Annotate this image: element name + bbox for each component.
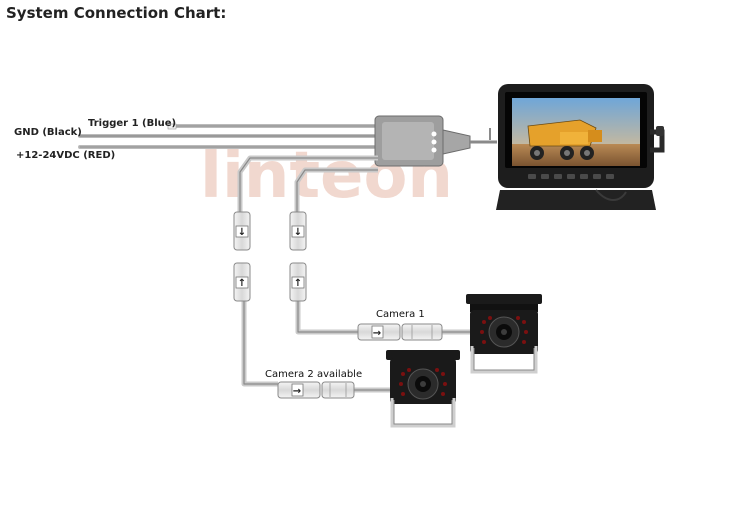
connector-arrow-icon: ↓	[294, 227, 302, 238]
monitor-icon	[496, 84, 665, 210]
connector-arrow-icon: →	[293, 386, 301, 397]
connector-arrow-icon: ↑	[294, 278, 302, 289]
connector-icon: ↓	[289, 211, 307, 251]
connector-icon: →	[357, 323, 443, 341]
connector-arrow-icon: ↓	[238, 227, 246, 238]
camera-icon	[386, 350, 460, 428]
connector-icon: →	[277, 381, 355, 399]
connector-icon: ↓	[233, 211, 251, 251]
connector-arrow-icon: →	[373, 328, 381, 339]
camera-icon	[466, 294, 542, 374]
junction-box	[374, 115, 497, 167]
connector-icon: ↑	[233, 262, 251, 302]
page-title: System Connection Chart:	[6, 4, 227, 22]
gnd-wire-label: GND (Black)	[14, 127, 82, 138]
power-wire-label: +12-24VDC (RED)	[16, 150, 116, 161]
connector-arrow-icon: ↑	[238, 278, 246, 289]
camera-cables	[237, 155, 470, 393]
trigger-wire-label: Trigger 1 (Blue)	[88, 118, 177, 129]
dump-truck-icon	[527, 119, 602, 160]
connector-icon: ↑	[289, 262, 307, 302]
camera1-label: Camera 1	[376, 309, 425, 320]
camera2-label: Camera 2 available	[265, 369, 363, 380]
input-wires	[78, 123, 378, 149]
